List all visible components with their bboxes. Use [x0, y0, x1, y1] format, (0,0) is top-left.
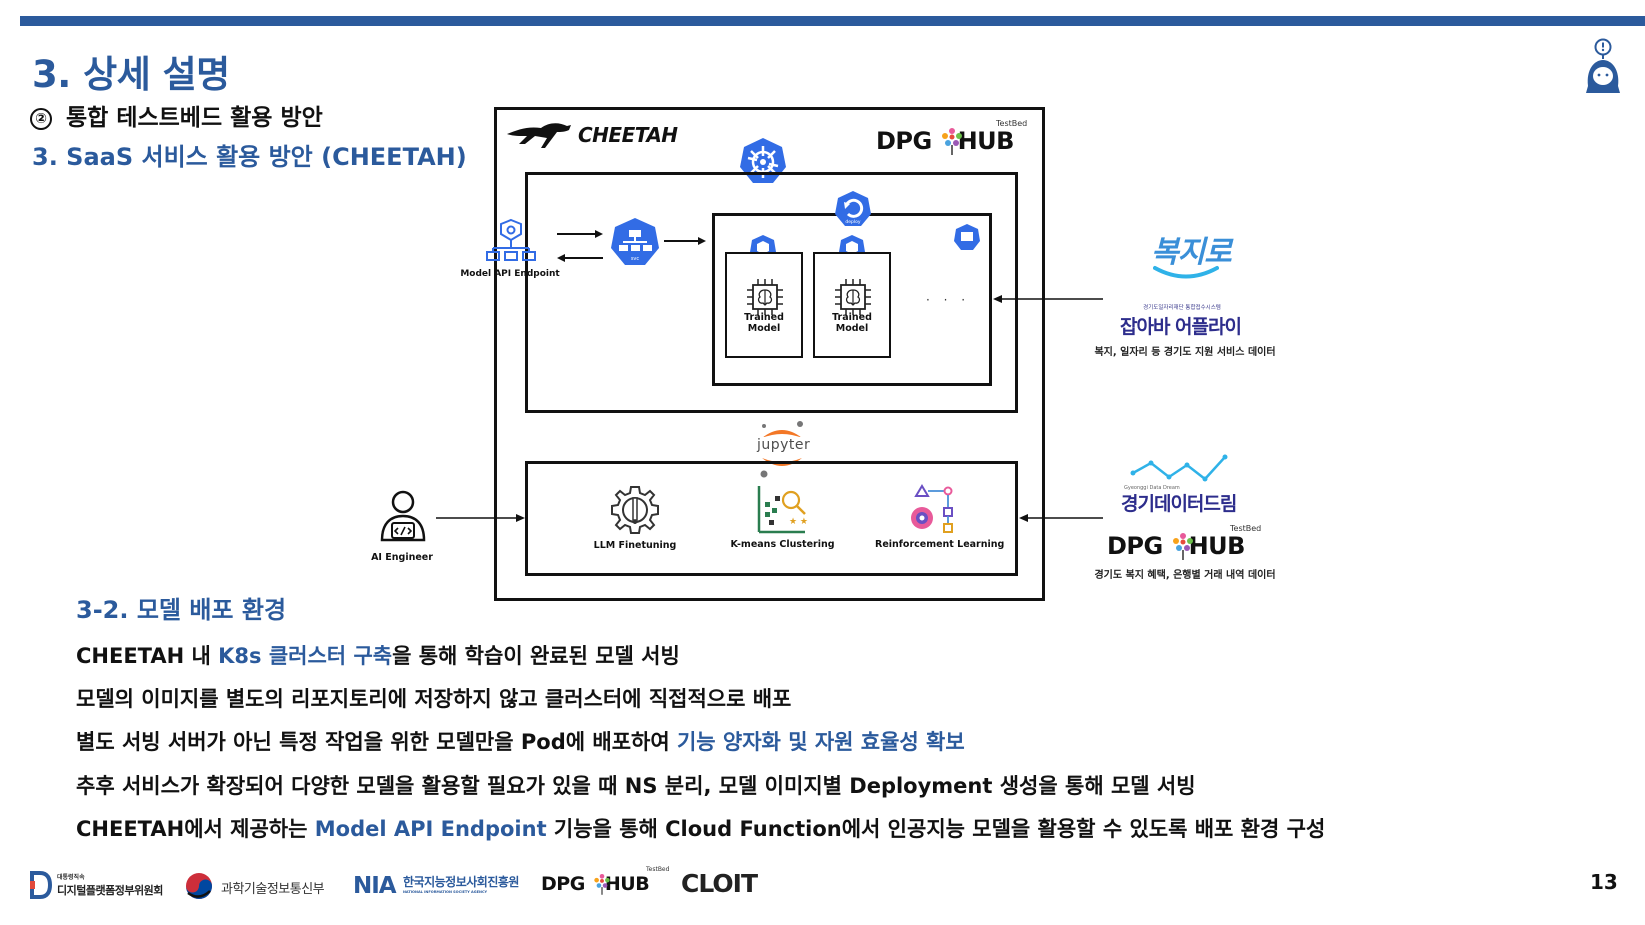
ai-engineer-icon [380, 490, 426, 542]
dpghub2-testbed-label: TestBed [1230, 524, 1262, 533]
nia-english-label: NATIONAL INFORMATION SOCIETY AGENCY [403, 890, 488, 894]
mascot-icon [1586, 38, 1620, 93]
cloit-logo: CLOIT [681, 869, 758, 898]
msit-taegeuk-icon [186, 873, 212, 899]
subtitle-text: 통합 테스트베드 활용 방안 [66, 105, 323, 131]
deploy-label: deploy [845, 219, 860, 225]
svc-label: svc [631, 256, 640, 262]
gyeonggi-data-dream-graph-icon [1130, 454, 1228, 482]
dpghub2-logo-text: DPG HUB [1107, 532, 1245, 560]
gyeonggi-data-dream-small-label: Gyeonggi Data Dream [1124, 485, 1180, 491]
trained-model-box-1: Trained Model [725, 252, 803, 358]
subtitle: ② 통합 테스트베드 활용 방안 [30, 98, 323, 132]
digital-platform-committee-logo-icon [30, 871, 52, 899]
data-source-2-arrow [1019, 514, 1103, 522]
svg-text:★ ★: ★ ★ [789, 517, 808, 527]
footer-dpghub-logo: DPG HUB [541, 873, 650, 895]
line-1-highlight: K8s 클러스터 구축 [218, 644, 393, 668]
jupyter-label: jupyter [756, 437, 812, 453]
endpoint-svc-arrows [557, 230, 603, 262]
bokjiro-smile-icon [1153, 266, 1219, 279]
ai-engineer-label: AI Engineer [371, 552, 433, 563]
top-accent-bar [20, 16, 1645, 26]
footer-dpghub-testbed-label: TestBed [646, 866, 670, 873]
logo1-small-label: 대통령직속 [57, 874, 85, 881]
pod-icon [954, 224, 980, 250]
deploy-icon: deploy [835, 191, 871, 226]
ai-chip-icon [747, 279, 783, 315]
dpghub-logo-text: DPG HUB [876, 127, 1014, 155]
architecture-diagram-frame [494, 107, 1045, 601]
model-api-endpoint-label: Model API Endpoint [460, 269, 560, 279]
model-api-endpoint-icon [486, 218, 536, 261]
page-title: 3. 상세 설명 [32, 53, 230, 96]
training-environment-box [525, 461, 1018, 576]
bullet-line-5: CHEETAH에서 제공하는 Model API Endpoint 기능을 통해… [76, 813, 1325, 843]
line-1-part-c: 을 통해 학습이 완료된 모델 서빙 [392, 644, 680, 668]
line-3-part-a: 별도 서빙 서버가 아닌 특정 작업을 위한 모델만을 Pod에 배포하여 [76, 730, 677, 754]
svc-icon: svc [611, 218, 659, 265]
llm-finetuning-label: LLM Finetuning [593, 540, 677, 551]
bullet-line-4: 추후 서비스가 확장되어 다양한 모델을 활용할 필요가 있을 때 NS 분리,… [76, 774, 1196, 798]
line-3-highlight: 기능 양자화 및 자원 효율성 확보 [676, 730, 965, 754]
data-source-1-arrow [993, 295, 1103, 303]
bullet-line-1: CHEETAH 내 K8s 클러스터 구축을 통해 학습이 완료된 모델 서빙 [76, 640, 680, 670]
data-source-1-description: 복지, 일자리 등 경기도 지원 서비스 데이터 [1094, 347, 1276, 358]
more-models-ellipsis: · · · [926, 293, 971, 307]
job-system-small-label: 경기도일자리재단 통합접수시스템 [1143, 305, 1221, 311]
kmeans-clustering-icon: ★ ★ [757, 486, 808, 534]
page-number: 13 [1590, 870, 1618, 894]
cheetah-logo-text: CHEETAH [578, 123, 678, 147]
bokjiro-logo: 복지로 [1151, 235, 1232, 270]
k8s-cluster-box [525, 172, 1018, 413]
line-1-part-a: CHEETAH 내 [76, 644, 219, 668]
kubernetes-icon [740, 138, 786, 183]
dpghub-testbed-label: TestBed [996, 119, 1028, 128]
engineer-arrow [436, 514, 525, 522]
svc-to-deploy-arrow [664, 237, 706, 245]
logo1-label: 디지털플랫폼정부위원회 [57, 884, 163, 897]
line-5-part-a: CHEETAH에서 제공하는 [76, 817, 315, 841]
line-5-highlight: Model API Endpoint [314, 817, 547, 841]
jobaba-apply-logo: 잡아바 어플라이 [1120, 316, 1242, 338]
ai-chip-icon [835, 279, 871, 315]
nia-logo: NIA [353, 873, 397, 899]
trained-model-label-2: Trained Model [832, 312, 872, 334]
data-source-2-description: 경기도 복지 혜택, 은행별 거래 내역 데이터 [1094, 570, 1276, 581]
gyeonggi-data-dream-logo: 경기데이터드림 [1121, 493, 1237, 515]
section-title: 3-2. 모델 배포 환경 [76, 596, 287, 624]
nia-korean-label: 한국지능정보사회진흥원 [403, 875, 519, 889]
line-5-part-c: 기능을 통해 Cloud Function에서 인공지능 모델을 활용할 수 있… [546, 817, 1326, 841]
cheetah-icon [507, 123, 571, 148]
subtitle-2: 3. SaaS 서비스 활용 방안 (CHEETAH) [32, 143, 467, 171]
reinforcement-learning-icon [911, 484, 953, 533]
llm-finetuning-icon [611, 486, 659, 534]
bullet-line-2: 모델의 이미지를 별도의 리포지토리에 저장하지 않고 클러스터에 직접적으로 … [76, 687, 792, 711]
reinforcement-learning-label: Reinforcement Learning [875, 539, 1005, 550]
trained-model-label-1: Trained Model [744, 312, 784, 334]
dpghub2-tree-icon [1173, 533, 1193, 560]
kmeans-clustering-label: K-means Clustering [730, 539, 835, 550]
dpghub-tree-icon [942, 128, 962, 155]
subtitle-number: ② [30, 108, 52, 130]
trained-model-box-2: Trained Model [813, 252, 891, 358]
logo2-label: 과학기술정보통신부 [221, 882, 325, 897]
bullet-line-3: 별도 서빙 서버가 아닌 특정 작업을 위한 모델만을 Pod에 배포하여 기능… [76, 726, 965, 756]
footer-dpghub-tree-icon [594, 874, 610, 895]
